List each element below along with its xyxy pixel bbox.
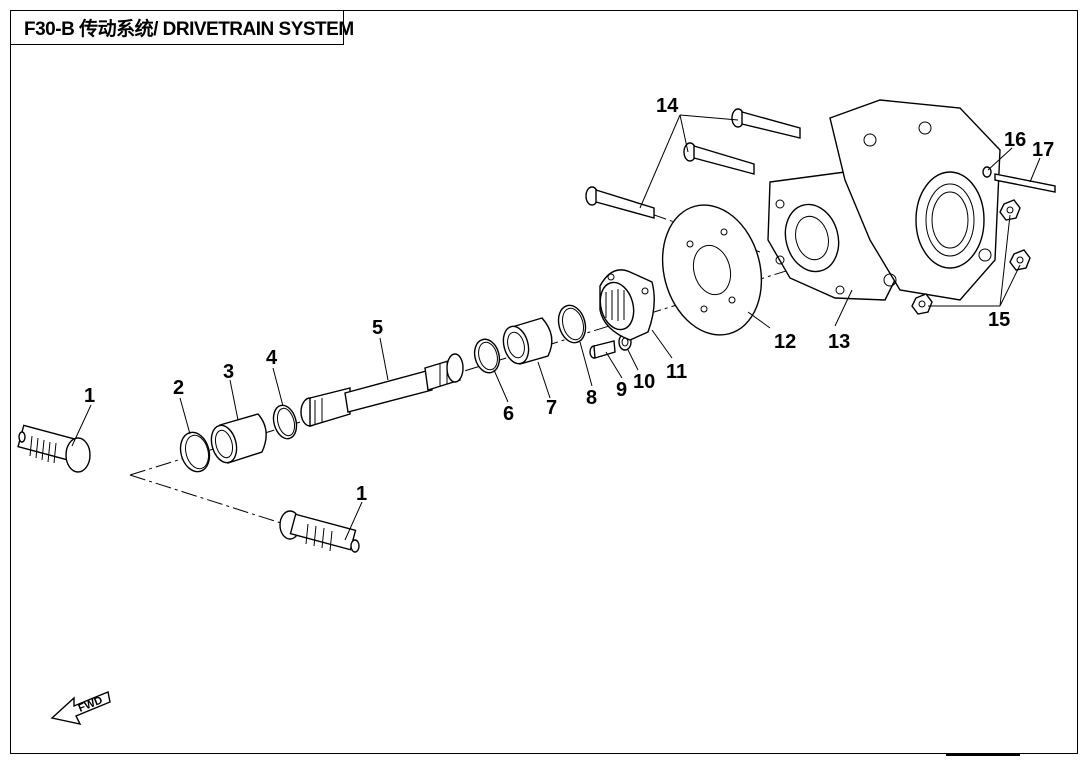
callout-5: 5 <box>372 317 383 339</box>
fwd-arrow-icon: FWD <box>50 691 111 725</box>
callout-11: 11 <box>666 361 687 383</box>
part-5-drive-shaft <box>300 353 464 427</box>
callout-10: 10 <box>633 371 655 393</box>
part-1-axle-stub-right <box>279 510 360 553</box>
callout-4: 4 <box>266 347 278 369</box>
callout-3: 3 <box>223 361 234 383</box>
callout-9: 9 <box>616 379 627 401</box>
part-1-axle-stub-left <box>17 424 91 473</box>
callout-1-lower: 1 <box>356 483 367 505</box>
page-tab-line <box>946 754 1020 760</box>
callout-7: 7 <box>546 397 557 419</box>
part-12-brake-disc <box>661 204 763 336</box>
part-15-nuts <box>911 199 1031 315</box>
fwd-label: FWD <box>77 694 105 715</box>
leader-lines <box>71 114 1041 541</box>
callout-15: 15 <box>988 309 1010 331</box>
callout-13: 13 <box>828 331 850 353</box>
part-3-sleeve <box>210 413 267 464</box>
callout-6: 6 <box>503 403 514 425</box>
callout-2: 2 <box>173 377 184 399</box>
part-9-bolt <box>589 340 616 359</box>
part-13-knuckle-housing <box>767 99 1001 301</box>
part-14-long-bolts <box>585 108 801 219</box>
title-block: F30-B 传动系统/ DRIVETRAIN SYSTEM <box>10 10 354 45</box>
part-17-pin <box>994 173 1056 193</box>
part-4-o-ring <box>272 404 298 440</box>
callout-1-upper: 1 <box>84 385 95 407</box>
part-8-seal-ring <box>557 304 587 344</box>
callout-17: 17 <box>1032 139 1054 161</box>
callout-16: 16 <box>1004 129 1026 151</box>
part-7-bearing <box>502 317 553 365</box>
callout-12: 12 <box>774 331 796 353</box>
drawing-frame <box>10 10 1078 754</box>
callout-8: 8 <box>586 387 597 409</box>
callout-14: 14 <box>656 95 679 117</box>
part-2-snap-ring <box>179 431 211 473</box>
part-11-wheel-hub <box>599 269 655 341</box>
page-title: F30-B 传动系统/ DRIVETRAIN SYSTEM <box>24 19 354 40</box>
part-6-snap-ring <box>473 338 501 374</box>
